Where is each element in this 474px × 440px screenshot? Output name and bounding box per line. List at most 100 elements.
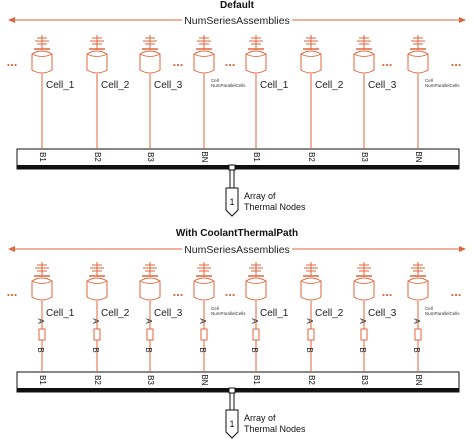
cell-label: Cell_2 [101, 80, 130, 91]
ellipsis-2: ... [225, 54, 236, 69]
resistor-port-a: A [36, 318, 45, 324]
arrow-label-backdrop [182, 14, 292, 26]
thermal-node-socket [228, 387, 236, 394]
port-label: BN [414, 374, 423, 385]
port-label: B2 [93, 152, 102, 162]
thermal-node-caption-line2: Thermal Nodes [244, 424, 306, 434]
port-label: B1 [252, 152, 261, 162]
cell-battery-rim [300, 280, 322, 284]
cell-sublabel: NumParallelCells [425, 83, 460, 88]
cell-sublabel: NumParallelCells [211, 83, 246, 88]
cell-battery-icon [353, 277, 375, 301]
resistor-port-b: B [250, 347, 259, 352]
thermal-resistor [146, 328, 154, 341]
cell-battery-icon [139, 277, 161, 301]
ellipsis-1: ... [173, 54, 184, 69]
cell-battery-icon [86, 50, 108, 74]
cell-block: A B Cell_1 [245, 262, 289, 372]
arrow-label-backdrop [182, 243, 292, 255]
resistor-port-a: A [412, 318, 421, 324]
arrow-head-right [459, 17, 466, 23]
port-label: B2 [307, 375, 316, 385]
port-label: B1 [252, 375, 261, 385]
ellipsis-4: ... [451, 284, 462, 299]
cell-label: Cell_1 [260, 308, 289, 319]
cell-battery-rim [300, 53, 322, 57]
ellipsis-4: ... [451, 54, 462, 69]
cell-battery-icon [139, 50, 161, 74]
thermal-node-icon [225, 187, 239, 217]
resistor-port-a: A [144, 318, 153, 324]
cell-battery-icon [31, 277, 53, 301]
cell-battery-icon [193, 50, 215, 74]
thermal-node-socket [228, 164, 236, 171]
bus-bar-base [17, 165, 459, 169]
cell-battery-rim [193, 53, 215, 57]
cell-block: Cell_1 [31, 35, 75, 149]
port-label: B3 [146, 152, 155, 162]
cell-battery-rim [86, 53, 108, 57]
cell-block: Cell_3 [353, 35, 397, 149]
port-label: B1 [38, 152, 47, 162]
thermal-node-caption-line1: Array of [244, 191, 276, 201]
cell-label: Cell_3 [368, 308, 397, 319]
panel-title: Default [220, 0, 255, 11]
cell-label: Cell [211, 78, 219, 83]
cell-battery-icon [245, 50, 267, 74]
ellipsis-2: ... [225, 284, 236, 299]
cell-block: Cell_2 [86, 35, 130, 149]
panel-title: With CoolantThermalPath [176, 228, 298, 239]
port-label: B2 [93, 375, 102, 385]
cell-sublabel: NumParallelCells [211, 311, 246, 316]
thermal-resistor [414, 328, 422, 341]
cell-battery-icon [193, 277, 215, 301]
resistor-port-a: A [91, 318, 100, 324]
cell-label: Cell [211, 306, 219, 311]
thermal-node-icon [225, 409, 239, 439]
cell-sublabel: NumParallelCells [425, 311, 460, 316]
port-label: B3 [360, 152, 369, 162]
thermal-resistor [252, 328, 260, 341]
resistor-port-b: B [358, 347, 367, 352]
series-arrow-label: NumSeriesAssemblies [184, 244, 290, 256]
cell-battery-icon [245, 277, 267, 301]
bus-bar-base [17, 388, 459, 392]
thermal-node-number: 1 [229, 419, 234, 429]
cell-block: Cell_1 [245, 35, 289, 149]
cell-battery-icon [31, 50, 53, 74]
thermal-node-caption-line1: Array of [244, 413, 276, 423]
cell-battery-icon [407, 277, 429, 301]
resistor-port-b: B [36, 347, 45, 352]
cell-battery-rim [31, 280, 53, 284]
cell-label: Cell_1 [46, 80, 75, 91]
resistor-port-b: B [305, 347, 314, 352]
thermal-resistor [93, 328, 101, 341]
ellipsis-1: ... [173, 284, 184, 299]
cell-label: Cell_2 [101, 308, 130, 319]
port-label: BN [414, 151, 423, 162]
resistor-port-a: A [198, 318, 207, 324]
cell-label: Cell_3 [368, 80, 397, 91]
resistor-port-a: A [250, 318, 259, 324]
cell-label: Cell_2 [315, 308, 344, 319]
arrow-head-right [459, 246, 466, 252]
cell-block: A B Cell_2 [86, 262, 130, 372]
thermal-resistor [307, 328, 315, 341]
port-label: B2 [307, 152, 316, 162]
cell-battery-rim [353, 53, 375, 57]
cell-block: Cell_3 [139, 35, 183, 149]
resistor-port-b: B [91, 347, 100, 352]
cell-battery-rim [139, 280, 161, 284]
cell-label: Cell [425, 306, 433, 311]
